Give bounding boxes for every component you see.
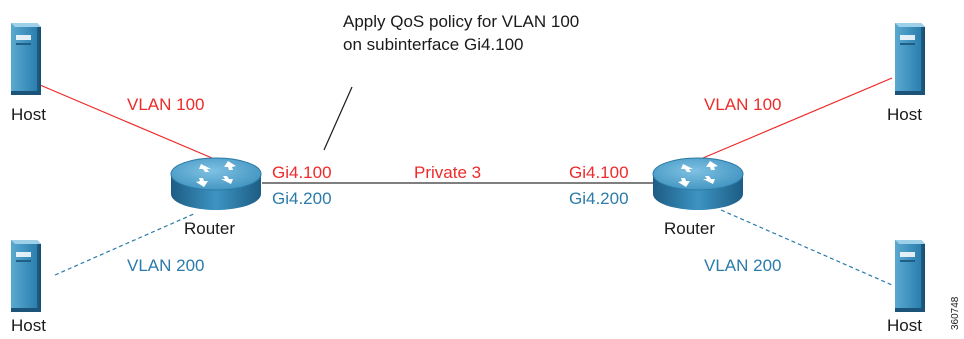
server-tower-icon (895, 240, 925, 312)
router-left (170, 157, 262, 210)
router-right (652, 157, 744, 210)
router-icon (170, 157, 262, 210)
left-if-gi4-100-label: Gi4.100 (272, 163, 332, 182)
right-vlan100-link (702, 77, 893, 159)
host-left-bottom-label: Host (11, 316, 46, 335)
annotation-line-2: on subinterface Gi4.100 (343, 35, 524, 54)
right-if-gi4-200-label: Gi4.200 (569, 189, 629, 208)
right-vlan200-link (720, 209, 893, 286)
host-left-top (11, 23, 41, 95)
annotation-pointer-line (323, 86, 353, 151)
host-left-bottom (11, 240, 41, 312)
left-vlan200-link (54, 212, 197, 276)
right-if-gi4-100-label: Gi4.100 (569, 163, 629, 182)
server-tower-icon (11, 23, 41, 95)
host-left-top-label: Host (11, 105, 46, 124)
private-link-label: Private 3 (414, 163, 481, 182)
host-right-bottom (895, 240, 925, 312)
left-vlan100-label: VLAN 100 (127, 95, 205, 114)
left-vlan200-label: VLAN 200 (127, 256, 205, 275)
host-right-top (895, 23, 925, 95)
figure-id: 360748 (950, 296, 961, 330)
annotation-line-1: Apply QoS policy for VLAN 100 (343, 12, 579, 31)
host-right-bottom-label: Host (887, 316, 922, 335)
right-vlan200-label: VLAN 200 (704, 256, 782, 275)
left-vlan100-link (39, 84, 213, 159)
router-icon (652, 157, 744, 210)
host-right-top-label: Host (887, 105, 922, 124)
left-router-label: Router (184, 219, 235, 238)
server-tower-icon (11, 240, 41, 312)
right-vlan100-label: VLAN 100 (704, 95, 782, 114)
right-router-label: Router (664, 219, 715, 238)
server-tower-icon (895, 23, 925, 95)
left-if-gi4-200-label: Gi4.200 (272, 189, 332, 208)
